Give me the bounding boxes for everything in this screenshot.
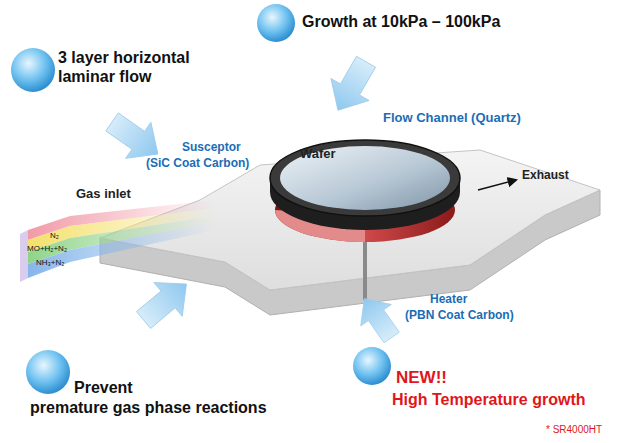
callout-title: 3 layer horizontal laminar flow: [58, 48, 230, 86]
callout-title: Prevent: [74, 378, 133, 397]
gas-name: NH₃+N₂: [36, 258, 64, 268]
gas-name: N₂: [50, 231, 59, 241]
part-name: Heater: [430, 292, 467, 306]
part-name: Wafer: [300, 146, 336, 162]
exhaust-arrow: [478, 180, 516, 190]
susceptor-assembly: [270, 140, 460, 300]
block-arrows: [99, 51, 407, 348]
part-name: Exhaust: [522, 168, 569, 182]
part-name: Flow Channel (Quartz): [383, 110, 521, 126]
gas-name: MO+H₂+N₂: [27, 244, 67, 254]
bubbles: [11, 4, 391, 394]
part-name: Susceptor: [182, 140, 241, 154]
callout-title: Growth at 10kPa – 100kPa: [302, 12, 500, 31]
part-name: Gas inlet: [76, 186, 131, 202]
callout-title: NEW!!: [396, 368, 447, 388]
part-material: (SiC Coat Carbon): [146, 156, 249, 170]
callout-title: premature gas phase reactions: [30, 398, 267, 417]
gas-layers: [20, 200, 215, 282]
part-material: (PBN Coat Carbon): [405, 308, 514, 322]
callout-title: High Temperature growth: [392, 390, 586, 409]
model-note: * SR4000HT: [546, 424, 602, 436]
